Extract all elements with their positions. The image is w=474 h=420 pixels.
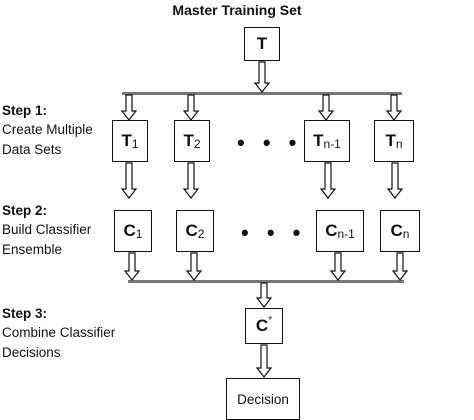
arrow-split-to-dataset-2 [182,94,200,121]
arrow-split-to-dataset-n [385,94,403,121]
step-1-desc-line1: Create Multiple [2,122,93,137]
step-3-desc-line2: Decisions [2,345,61,360]
step-1-label: Step 1: [2,103,48,118]
classifier-subscript: n [402,227,410,241]
combined-superscript: * [268,314,273,326]
classifier-subscript: 2 [197,227,205,241]
dataset-symbol: T [121,131,132,150]
arrow-merge-to-combined [255,282,273,308]
ellipsis-datasets: • • • [237,130,303,155]
step-3-desc-line1: Combine Classifier [2,325,116,340]
dataset-subscript: n-1 [323,137,341,151]
dataset-symbol: T [183,131,194,150]
arrow-classifier-n-1-to-merge [329,252,347,281]
combined-classifier-box: C* [245,308,283,344]
classifier-symbol: C [185,221,198,240]
arrow-split-to-dataset-n-1 [317,94,335,121]
merge-bar [128,280,404,283]
arrow-dataset-n-to-classifier-n [386,162,404,199]
dataset-symbol: T [313,131,324,150]
classifier-symbol: C [325,221,338,240]
master-training-set-box: T [244,27,280,61]
decision-box: Decision [226,378,300,420]
split-bar [122,92,402,95]
arrow-dataset-1-to-classifier-1 [120,162,138,199]
arrow-dataset-n-1-to-classifier-n-1 [319,162,337,199]
classifier-subscript: n-1 [337,227,355,241]
dataset-subscript: 2 [193,137,201,151]
step-1-desc-line2: Data Sets [2,142,62,157]
arrow-dataset-2-to-classifier-2 [182,162,200,199]
step-2-desc-line2: Ensemble [2,242,63,257]
decision-label: Decision [237,391,289,407]
arrow-classifier-1-to-merge [123,252,141,281]
dataset-subscript: n [395,137,403,151]
step-2-desc-line1: Build Classifier [2,222,92,237]
arrow-master-to-split [253,61,271,93]
combined-symbol: C [255,316,269,335]
classifier-subscript: 1 [135,227,143,241]
diagram-title: Master Training Set [172,2,302,18]
dataset-subscript: 1 [131,137,139,151]
ellipsis-classifiers: • • • [241,220,307,245]
arrow-classifier-2-to-merge [185,252,203,281]
step-2-label: Step 2: [2,203,48,218]
arrow-split-to-dataset-1 [120,94,138,121]
classifier-symbol: C [123,221,136,240]
classifier-symbol: C [390,221,403,240]
arrow-combined-to-decision [255,344,273,378]
master-symbol: T [256,34,268,53]
dataset-symbol: T [385,131,396,150]
step-3-label: Step 3: [2,306,48,321]
arrow-classifier-n-to-merge [391,252,409,281]
